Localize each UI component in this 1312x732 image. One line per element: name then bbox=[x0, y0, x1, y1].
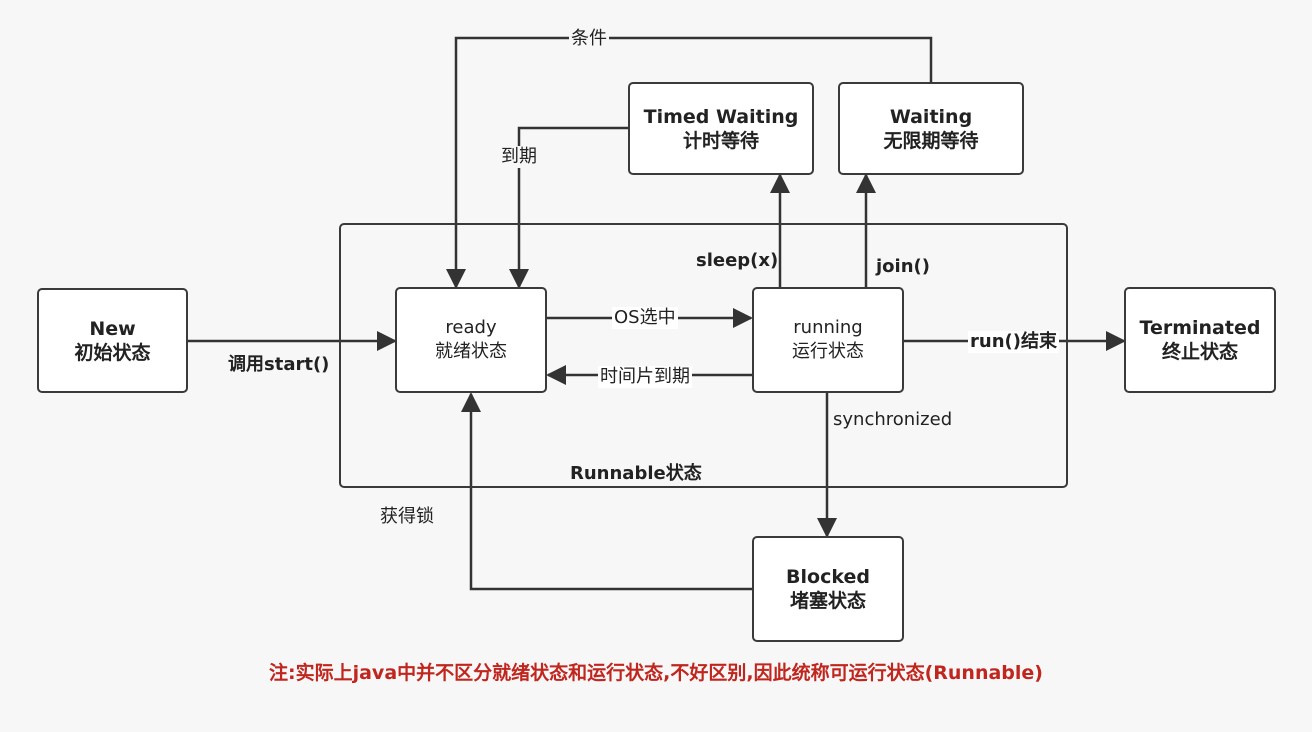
state-ready: ready 就绪状态 bbox=[395, 287, 547, 393]
state-blocked-name: Blocked bbox=[786, 566, 870, 588]
label-run-end: run()结束 bbox=[968, 331, 1059, 353]
state-waiting: Waiting 无限期等待 bbox=[838, 82, 1024, 175]
state-terminated: Terminated 终止状态 bbox=[1124, 287, 1276, 393]
state-terminated-name: Terminated bbox=[1139, 317, 1261, 339]
state-new-name: New bbox=[89, 317, 136, 340]
label-start: 调用start() bbox=[228, 354, 330, 375]
state-timed-waiting: Timed Waiting 计时等待 bbox=[628, 82, 814, 175]
footnote: 注:实际上java中并不区分就绪状态和运行状态,不好区别,因此统称可运行状态(R… bbox=[269, 662, 1043, 684]
state-ready-name: ready bbox=[445, 317, 497, 338]
runnable-group-label: Runnable状态 bbox=[570, 463, 702, 484]
state-terminated-desc: 终止状态 bbox=[1161, 341, 1238, 363]
edge-blocked-to-ready bbox=[461, 392, 752, 591]
label-condition: 条件 bbox=[569, 28, 609, 50]
state-ready-desc: 就绪状态 bbox=[435, 341, 507, 362]
state-running-name: running bbox=[793, 317, 863, 338]
state-blocked: Blocked 堵塞状态 bbox=[752, 536, 904, 642]
state-waiting-desc: 无限期等待 bbox=[883, 129, 979, 152]
label-os-select: OS选中 bbox=[612, 307, 678, 329]
label-time-slice: 时间片到期 bbox=[598, 366, 692, 388]
state-timed-waiting-desc: 计时等待 bbox=[682, 129, 759, 152]
edge-waiting-to-ready bbox=[446, 36, 933, 289]
label-synchronized: synchronized bbox=[833, 409, 953, 430]
edge-timed-waiting-to-ready bbox=[509, 126, 628, 289]
state-waiting-name: Waiting bbox=[889, 105, 973, 128]
label-sleep: sleep(x) bbox=[696, 250, 779, 271]
runnable-group bbox=[339, 223, 1068, 488]
state-running: running 运行状态 bbox=[752, 287, 904, 393]
state-blocked-desc: 堵塞状态 bbox=[789, 590, 866, 612]
state-new-desc: 初始状态 bbox=[74, 341, 151, 364]
state-new: New 初始状态 bbox=[37, 288, 188, 393]
label-join: join() bbox=[876, 256, 930, 277]
label-acquire-lock: 获得锁 bbox=[380, 506, 434, 527]
label-timeout: 到期 bbox=[499, 146, 539, 168]
state-running-desc: 运行状态 bbox=[792, 341, 864, 362]
state-timed-waiting-name: Timed Waiting bbox=[643, 105, 799, 128]
